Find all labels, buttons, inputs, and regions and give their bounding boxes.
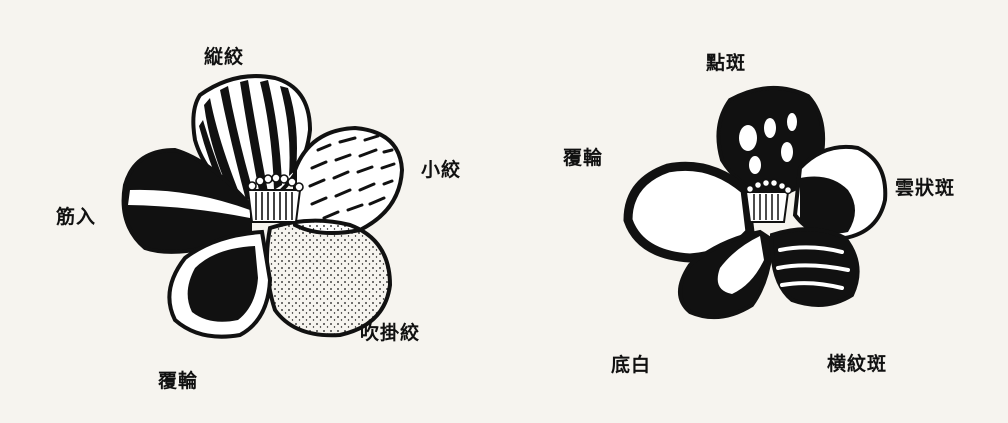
petal-stripe-insert [121, 147, 252, 254]
petal-white-border [167, 229, 273, 339]
petal-vertical-stripes [191, 74, 313, 208]
label-spots: 點斑 [706, 52, 747, 74]
petal-small-dashes [293, 125, 405, 235]
label-white-border-right: 覆輪 [563, 147, 604, 169]
label-white-border-left: 覆輪 [158, 370, 199, 392]
left-stamen [246, 173, 304, 223]
label-small-stripes: 小絞 [421, 159, 462, 181]
label-horizontal-bands: 横紋斑 [827, 353, 888, 375]
label-stripe-insert: 筋入 [56, 206, 97, 228]
label-white-base: 底白 [611, 354, 652, 376]
left-flower [121, 74, 405, 339]
label-vertical-stripes: 縦絞 [204, 46, 245, 68]
petal-stippled [264, 218, 393, 338]
petal-horizontal-bands [769, 227, 860, 307]
label-sprinkled-stripes: 吹掛絞 [360, 322, 421, 344]
right-stamen [744, 178, 793, 223]
right-flower [623, 86, 888, 320]
label-cloud-spots: 雲狀斑 [895, 177, 956, 199]
petal-cloud [792, 144, 888, 241]
petal-white-base [678, 229, 775, 320]
